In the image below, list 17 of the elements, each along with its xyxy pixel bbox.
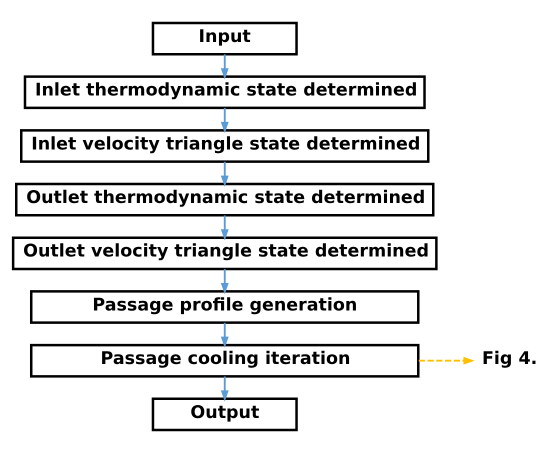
- node-box: Outlet velocity triangle state determined: [12, 236, 438, 270]
- arrow: [220, 322, 229, 348]
- node-box: Passage profile generation: [30, 290, 420, 324]
- arrow: [220, 269, 229, 294]
- arrow: [220, 376, 229, 402]
- arrow: [220, 215, 229, 241]
- arrow: [220, 54, 229, 80]
- node-box: Outlet thermodynamic state determined: [15, 182, 434, 217]
- node-box: Inlet thermodynamic state determined: [24, 75, 426, 110]
- node-box: Output: [152, 398, 298, 432]
- arrow: [220, 108, 229, 134]
- node-box: Input: [152, 22, 298, 56]
- arrow: [220, 162, 229, 187]
- node-text: Fig 4.: [482, 349, 538, 370]
- arrow: [418, 356, 475, 365]
- node-box: Passage cooling iteration: [30, 344, 420, 378]
- node-box: Inlet velocity triangle state determined: [20, 129, 430, 163]
